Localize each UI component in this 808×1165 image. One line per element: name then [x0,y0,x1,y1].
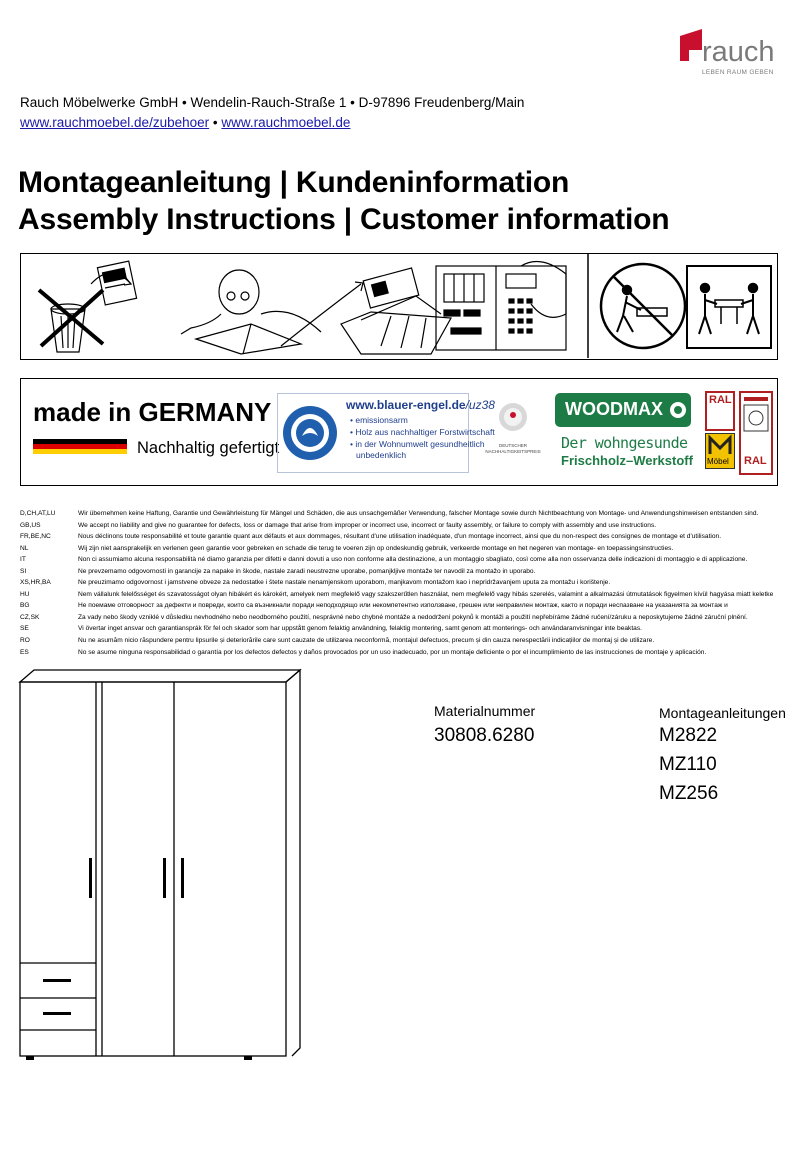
brand-name: rauch [702,36,775,68]
language-codes: IT [20,556,26,564]
woodmax-gear-icon [670,402,686,418]
language-codes: CZ,SK [20,613,40,621]
accessories-link[interactable]: www.rauchmoebel.de/zubehoer [20,115,210,130]
disclaimer-row: IT Non ci assumiamo alcuna responsabilità… [20,554,790,566]
blauer-engel-url[interactable]: www.blauer-engel.de/uz38 [346,398,495,412]
award-sphere-icon [499,403,527,431]
keep-instructions-in-folder-icon [340,267,452,355]
ral-seal-icon [743,397,769,432]
golden-m-icon [708,434,732,454]
language-codes: D,CH,AT,LU [20,510,56,517]
blauer-engel-point: • emissionsarm [350,415,408,425]
homepage-link[interactable]: www.rauchmoebel.de [221,115,351,130]
rauch-logo-mark-icon [680,29,702,61]
goldenes-m-mark: Möbel [705,433,735,469]
sustainability-award-logo: DEUTSCHER NACHHALTIGKEITSPREIS [481,397,545,471]
blauer-engel-point-text: Holz aus nachhaltiger Forstwirtschaft [355,427,495,437]
manual-number: MZ110 [659,754,717,775]
woodmax-name: WOODMAX [565,399,663,419]
blauer-engel-label: www.blauer-engel.de/uz38 • emissionsarm … [277,393,495,473]
disclaimer-row: GB,US We accept no liability and give no … [20,520,790,532]
disclaimer-text: Ne preuzimamo odgovornost i jamstvene ob… [78,579,611,587]
language-codes: SE [20,625,29,633]
ral-made-in-germany-mark: RAL [739,391,773,475]
disclaimer-row: BG Не поемаме отговорност за дефекти и по… [20,600,790,612]
disclaimer-text: Non ci assumiamo alcuna responsabilità n… [78,556,748,564]
blauer-engel-seal-icon [283,406,337,460]
liability-disclaimer: D,CH,AT,LU Wir übernehmen keine Haftung, … [20,508,790,658]
page-title-de: Montageanleitung | Kundeninformation [18,166,570,199]
disclaimer-row: CZ,SK Za vady nebo škody vzniklé v důsled… [20,612,790,624]
made-in-germany-subtitle: Nachhaltig gefertigt [137,439,280,457]
woodmax-tagline: Frischholz–Werkstoff [561,453,693,468]
disclaimer-row: SE Vi övertar inget ansvar och garantians… [20,623,790,635]
assembly-manuals-label: Montageanleitungen [659,705,786,721]
manual-number: M2822 [659,725,718,746]
ral-quality-mark: RAL [705,391,735,431]
language-codes: ES [20,648,29,656]
disclaimer-text: Nous déclinons toute responsabilité et t… [78,533,722,541]
material-number: 30808.6280 [434,725,535,746]
instruction-pictogram-strip [20,253,778,360]
certification-banner: made in GERMANY Nachhaltig gefertigt www… [20,378,778,486]
disclaimer-text: Nem vállalunk felelősséget és szavatossá… [78,590,774,598]
blauer-engel-point-text: emissionsarm [355,415,408,425]
blauer-engel-point-continuation: unbedenklich [356,450,407,460]
pictogram-drawings [37,254,772,358]
blauer-engel-point: • in der Wohnumwelt gesundheitlich [350,439,485,449]
disclaimer-text: We accept no liability and give no guara… [78,521,657,529]
language-codes: BG [20,602,30,610]
disclaimer-text: Wij zijn niet aansprakelijk en verlenen … [78,544,674,552]
moebel-label: Möbel [707,457,729,466]
two-person-assembly-icon [599,262,772,350]
blauer-engel-url-main: www.blauer-engel.de [346,398,466,412]
disclaimer-row: RO Nu ne asumăm nicio răspundere pentru l… [20,635,790,647]
blauer-engel-point-text: in der Wohnumwelt gesundheitlich [355,439,485,449]
disclaimer-row: D,CH,AT,LU Wir übernehmen keine Haftung, … [20,508,790,520]
blauer-engel-url-suffix: /uz38 [465,398,495,412]
language-codes: XS,HR,BA [20,579,51,587]
disclaimer-row: FR,BE,NC Nous déclinons toute responsabil… [20,531,790,543]
link-separator: • [209,115,222,130]
ral-label-2: RAL [744,455,767,467]
language-codes: SI [20,567,27,575]
disclaimer-text: Za vady nebo škody vzniklé v důsledku ne… [78,613,748,621]
read-instructions-icon [180,269,364,355]
brand-tagline: LEBEN RAUM GEBEN [702,69,774,76]
disclaimer-text: Не поемаме отговорност за дефекти и повр… [78,602,728,610]
material-number-label: Materialnummer [434,703,536,719]
do-not-discard-instructions-icon [37,260,138,353]
disclaimer-row: HU Nem vállalunk felelősséget és szavatos… [20,589,790,601]
blauer-engel-point: • Holz aus nachhaltiger Forstwirtschaft [350,427,495,437]
disclaimer-row: SI Ne prevzemamo odgovornosti in garancij… [20,566,790,578]
disclaimer-text: No se asume ninguna responsabilidad o ga… [78,648,707,656]
manual-number: MZ256 [659,783,719,804]
wardrobe-drawing [18,668,302,1060]
disclaimer-row: XS,HR,BA Ne preuzimamo odgovornost i jams… [20,577,790,589]
disclaimer-text: Wir übernehmen keine Haftung, Garantie u… [78,510,759,517]
company-address: Rauch Möbelwerke GmbH • Wendelin-Rauch-S… [20,95,525,110]
language-codes: RO [20,637,30,645]
language-codes: HU [20,590,30,598]
ral-label: RAL [709,394,732,406]
disclaimer-text: Nu ne asumăm nicio răspundere pentru lip… [78,637,655,645]
made-in-germany-label: made in GERMANY [33,397,272,427]
check-parts-list-icon [435,260,567,351]
woodmax-subtitle: Der wohngesunde [561,434,688,452]
disclaimer-row: ES No se asume ninguna responsabilidad o … [20,647,790,659]
rauch-logo: rauch LEBEN RAUM GEBEN [678,28,788,78]
disclaimer-text: Vi övertar inget ansvar och garantianspr… [78,625,642,633]
german-flag-icon [33,439,127,454]
award-line: NACHHALTIGKEITSPREIS [485,449,541,454]
language-codes: NL [20,544,29,552]
language-codes: GB,US [20,521,41,529]
page-title-en: Assembly Instructions | Customer informa… [18,203,670,236]
header-links: www.rauchmoebel.de/zubehoer • www.rauchm… [20,115,350,130]
disclaimer-row: NL Wij zijn niet aansprakelijk en verlene… [20,543,790,555]
language-codes: FR,BE,NC [20,533,51,541]
woodmax-badge: WOODMAX [555,393,691,427]
disclaimer-text: Ne prevzemamo odgovornosti in garancije … [78,567,536,575]
award-line: DEUTSCHER [498,443,527,448]
